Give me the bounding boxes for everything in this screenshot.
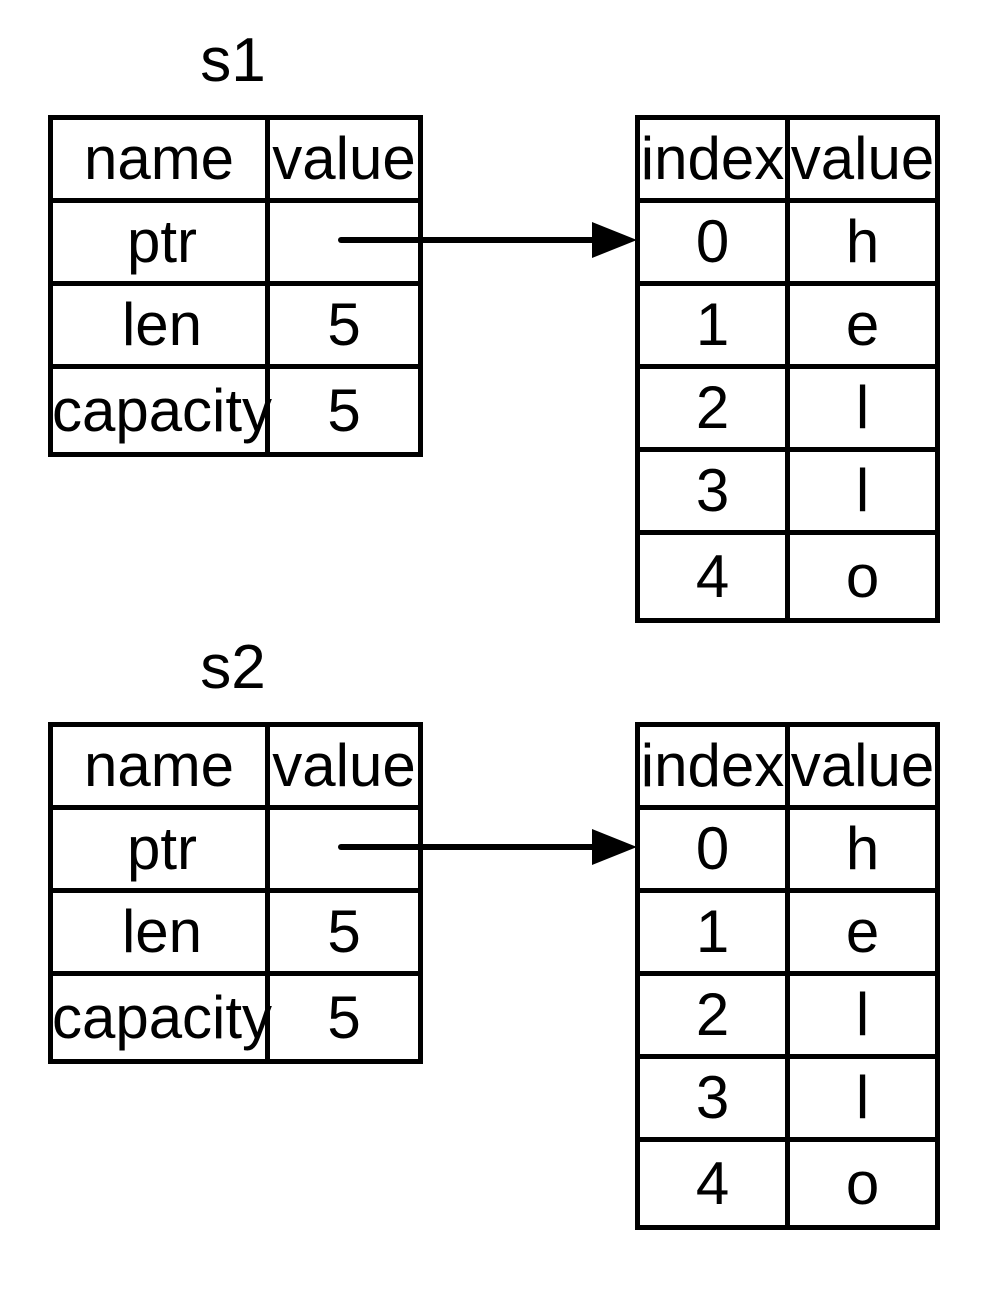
s2-heap-index-2: 2 [640,976,790,1059]
s2-heap-value-4: o [845,1149,880,1217]
s2-len-value: 5 [270,893,418,976]
s1-stack-header-value: value [270,120,418,203]
s1-heap-index-1: 1 [640,286,790,369]
s2-heap-value-0: h [790,810,935,893]
s1-stack-table: name value ptr len 5 capacity 5 [48,115,423,457]
s2-len-name: len [53,893,270,976]
s1-heap-header-value: value [790,120,935,203]
s2-ptr-name: ptr [53,810,270,893]
s1-ptr-value [270,203,418,286]
s1-heap-index-3: 3 [640,452,790,535]
s1-heap-header-index: index [640,120,790,203]
s2-capacity-name: capacity [52,976,272,1059]
s2-stack-header-name: name [53,727,270,810]
s2-stack-table: name value ptr len 5 capacity 5 [48,722,423,1064]
s1-heap-value-0: h [790,203,935,286]
s1-heap-value-3: l [790,452,935,535]
s2-ptr-arrow-icon [338,829,637,865]
s1-ptr-name: ptr [53,203,270,286]
s2-heap-value-2: l [790,976,935,1059]
s1-heap-table: index value 0 h 1 e 2 l 3 l 4 o [635,115,940,623]
s1-heap-value-4: o [845,542,880,610]
s2-heap-index-4: 4 [640,1142,790,1225]
s1-heap-index-0: 0 [640,203,790,286]
s2-heap-table: index value 0 h 1 e 2 l 3 l 4 o [635,722,940,1230]
s1-len-name: len [53,286,270,369]
s1-variable-label: s1 [200,26,266,95]
s1-capacity-value: 5 [327,376,361,444]
s2-variable-label: s2 [200,633,266,702]
s1-capacity-name: capacity [52,369,272,452]
s2-stack-header-value: value [270,727,418,810]
s2-heap-header-value: value [790,727,935,810]
s1-heap-index-4: 4 [640,535,790,618]
s1-heap-index-2: 2 [640,369,790,452]
s1-heap-value-2: l [790,369,935,452]
s2-heap-index-1: 1 [640,893,790,976]
s1-len-value: 5 [270,286,418,369]
s2-heap-index-3: 3 [640,1059,790,1142]
s1-ptr-arrow-icon [338,222,637,258]
s2-heap-value-3: l [790,1059,935,1142]
s2-capacity-value: 5 [327,983,361,1051]
s2-heap-value-1: e [790,893,935,976]
s2-heap-header-index: index [640,727,790,810]
s1-heap-value-1: e [790,286,935,369]
s2-ptr-value [270,810,418,893]
s2-heap-index-0: 0 [640,810,790,893]
s1-stack-header-name: name [53,120,270,203]
